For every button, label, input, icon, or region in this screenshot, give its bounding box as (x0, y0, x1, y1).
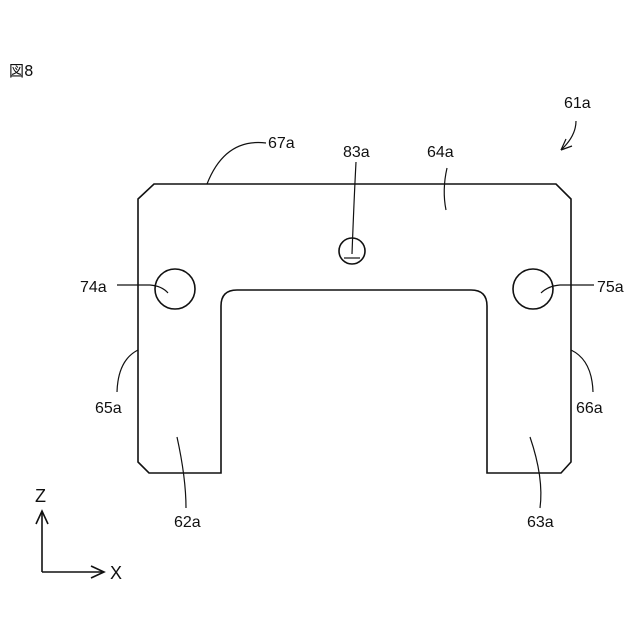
leader-65a (117, 350, 138, 392)
figure-title: 図8 (9, 62, 34, 80)
label-67a: 67a (268, 135, 295, 152)
leader-64a (444, 168, 447, 210)
left-hole (155, 269, 195, 309)
label-62a: 62a (174, 514, 201, 531)
label-66a: 66a (576, 400, 603, 417)
label-75a: 75a (597, 279, 624, 296)
leader-83a (352, 162, 356, 254)
label-65a: 65a (95, 400, 122, 417)
z-axis-label: Z (35, 486, 46, 506)
leader-74a (117, 285, 168, 293)
label-61a: 61a (564, 95, 591, 112)
leader-75a (541, 285, 594, 293)
label-74a: 74a (80, 279, 107, 296)
plate-outline (138, 184, 571, 473)
label-64a: 64a (427, 144, 454, 161)
label-63a: 63a (527, 514, 554, 531)
label-83a: 83a (343, 144, 370, 161)
leader-66a (571, 350, 593, 392)
x-axis-label: X (110, 563, 122, 583)
leader-67a (207, 143, 266, 184)
